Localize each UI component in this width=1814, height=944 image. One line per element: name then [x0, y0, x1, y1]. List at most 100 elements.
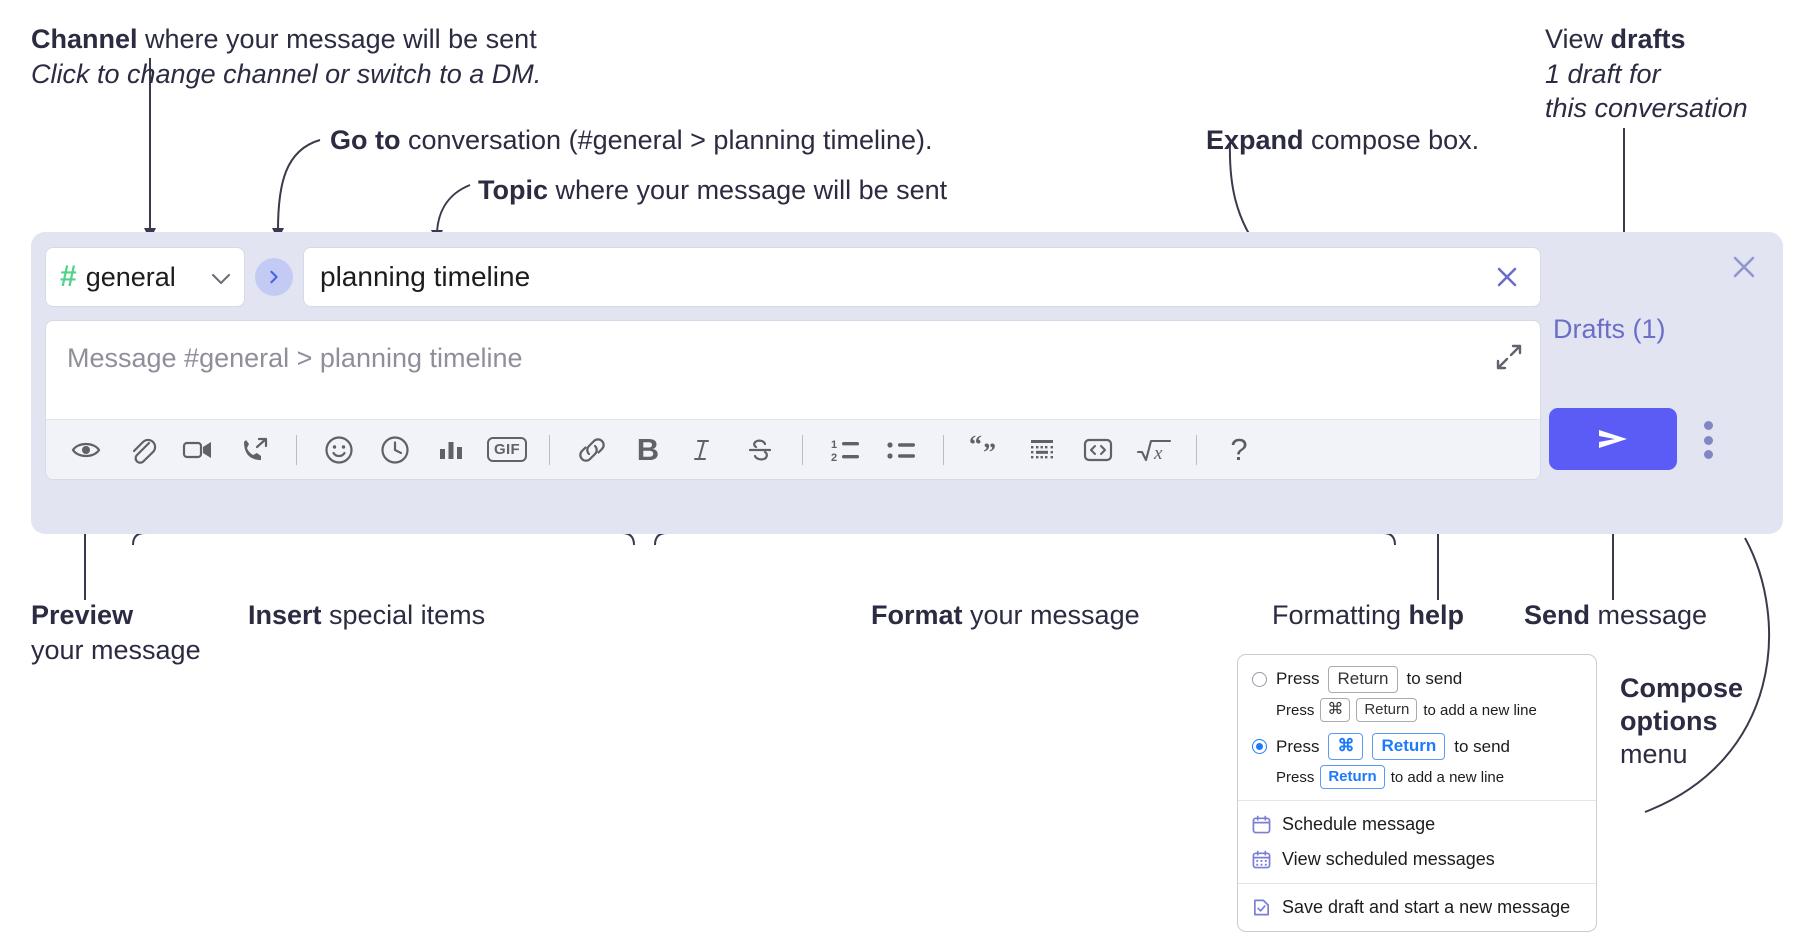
option1-sub-suffix: to add a new line — [1423, 701, 1537, 719]
annotation-help: Formatting help — [1272, 598, 1464, 633]
chevron-down-icon — [212, 272, 230, 284]
option-cmd-return-to-send[interactable]: Press ⌘ Return to send — [1238, 731, 1596, 762]
calendar-schedule-icon — [1252, 815, 1271, 834]
channel-selector[interactable]: # general — [45, 247, 245, 307]
toolbar-divider — [549, 434, 550, 465]
svg-text:”: ” — [983, 438, 996, 465]
annotation-drafts-bold: drafts — [1610, 24, 1686, 54]
save-draft-icon — [1252, 898, 1271, 917]
key-return: Return — [1356, 697, 1418, 723]
annotation-send-bold: Send — [1524, 600, 1591, 630]
math-icon[interactable]: x — [1132, 428, 1176, 472]
menu-item-label: Save draft and start a new message — [1282, 897, 1571, 918]
option2-hint: Press Return to add a new line — [1238, 762, 1596, 792]
composer-main-column: # general planning timeline — [45, 246, 1541, 480]
annotation-channel-rest: where your message will be sent — [137, 24, 537, 54]
audio-clip-icon[interactable] — [232, 428, 276, 472]
toolbar-divider — [296, 434, 297, 465]
menu-item-view-scheduled-messages[interactable]: View scheduled messages — [1238, 842, 1596, 877]
annotation-preview-bold: Preview — [31, 600, 134, 630]
send-button[interactable] — [1549, 408, 1677, 470]
annotation-drafts-plain: View — [1545, 24, 1611, 54]
annotation-compose-line1: Compose — [1620, 673, 1744, 703]
hash-icon: # — [60, 260, 77, 293]
annotation-insert-rest: special items — [321, 600, 486, 630]
attachment-icon[interactable] — [120, 428, 164, 472]
key-command: ⌘ — [1328, 733, 1364, 761]
send-icon — [1599, 430, 1627, 448]
gif-icon[interactable]: GIF — [485, 428, 529, 472]
strikethrough-icon[interactable] — [738, 428, 782, 472]
annotation-goto-bold: Go to — [330, 125, 401, 155]
code-block-icon[interactable] — [1020, 428, 1064, 472]
calendar-list-icon — [1252, 850, 1271, 869]
option-return-to-send[interactable]: Press Return to send — [1238, 664, 1596, 695]
option2-suffix: to send — [1454, 736, 1511, 756]
annotation-compose-line3: menu — [1620, 738, 1688, 769]
radio-selected[interactable] — [1252, 739, 1267, 755]
message-composer-panel: # general planning timeline — [31, 232, 1783, 534]
emoji-icon[interactable] — [317, 428, 361, 472]
annotation-channel: Channel where your message will be sent … — [31, 22, 541, 91]
preview-icon[interactable] — [64, 428, 108, 472]
annotation-send-rest: message — [1590, 600, 1708, 630]
annotation-format: Format your message — [871, 598, 1140, 633]
inline-code-icon[interactable] — [1076, 428, 1120, 472]
annotation-help-bold: help — [1408, 600, 1465, 630]
option2-prefix: Press — [1276, 736, 1320, 756]
link-icon[interactable] — [570, 428, 614, 472]
annotation-channel-bold: Channel — [31, 24, 138, 54]
compose-options-button[interactable] — [1693, 418, 1723, 462]
option1-suffix: to send — [1406, 669, 1463, 689]
annotation-help-plain: Formatting — [1272, 600, 1409, 630]
close-icon[interactable] — [1492, 262, 1522, 292]
radio-unselected[interactable] — [1252, 671, 1267, 687]
toolbar-divider — [943, 434, 944, 465]
italic-icon[interactable] — [682, 428, 726, 472]
key-command: ⌘ — [1320, 698, 1351, 722]
schedule-group: Schedule message View scheduled messages — [1238, 801, 1596, 883]
clock-icon[interactable] — [373, 428, 417, 472]
blockquote-icon[interactable]: “ ” — [964, 428, 1008, 472]
annotation-goto-rest: conversation (#general > planning timeli… — [400, 125, 933, 155]
toolbar-divider — [802, 434, 803, 465]
kebab-dot — [1703, 450, 1713, 459]
video-icon[interactable] — [176, 428, 220, 472]
message-input-box: Message #general > planning timeline — [45, 320, 1541, 480]
annotation-topic-bold: Topic — [478, 175, 548, 205]
menu-item-save-draft[interactable]: Save draft and start a new message — [1238, 890, 1596, 925]
formatting-toolbar: GIF B — [46, 419, 1540, 479]
drafts-link[interactable]: Drafts (1) — [1553, 314, 1666, 344]
composer-header-row: # general planning timeline — [45, 246, 1541, 308]
close-composer-icon[interactable] — [1729, 252, 1759, 282]
annotation-compose-options: Compose options menu — [1620, 672, 1743, 771]
annotation-topic-rest: where your message will be sent — [548, 175, 948, 205]
annotation-preview-line2: your message — [31, 634, 201, 665]
poll-icon[interactable] — [429, 428, 473, 472]
menu-divider — [1238, 883, 1596, 885]
menu-item-schedule-message[interactable]: Schedule message — [1238, 807, 1596, 842]
bold-icon[interactable]: B — [636, 432, 660, 467]
key-return: Return — [1372, 733, 1446, 761]
bulleted-list-icon[interactable] — [879, 428, 923, 472]
svg-text:“: “ — [969, 435, 982, 459]
go-to-conversation-button[interactable] — [255, 258, 293, 296]
svg-text:x: x — [1153, 443, 1163, 464]
option1-prefix: Press — [1276, 669, 1320, 689]
ordered-list-icon[interactable]: 1 2 — [823, 428, 867, 472]
composer-right-column: Drafts (1) — [1541, 232, 1783, 534]
key-return: Return — [1320, 765, 1385, 790]
draft-group: Save draft and start a new message — [1238, 884, 1596, 931]
expand-compose-icon[interactable] — [1495, 343, 1523, 371]
message-textarea[interactable]: Message #general > planning timeline — [46, 321, 1540, 419]
annotation-compose-line2: options — [1620, 705, 1718, 736]
annotation-goto: Go to conversation (#general > planning … — [330, 123, 933, 158]
svg-text:2: 2 — [831, 452, 837, 464]
annotation-expand: Expand compose box. — [1206, 123, 1479, 158]
channel-name-label: general — [85, 261, 176, 292]
annotation-expand-rest: compose box. — [1303, 125, 1480, 155]
topic-input[interactable]: planning timeline — [303, 247, 1541, 307]
kebab-dot — [1703, 435, 1713, 445]
formatting-help-icon[interactable]: ? — [1230, 432, 1248, 467]
